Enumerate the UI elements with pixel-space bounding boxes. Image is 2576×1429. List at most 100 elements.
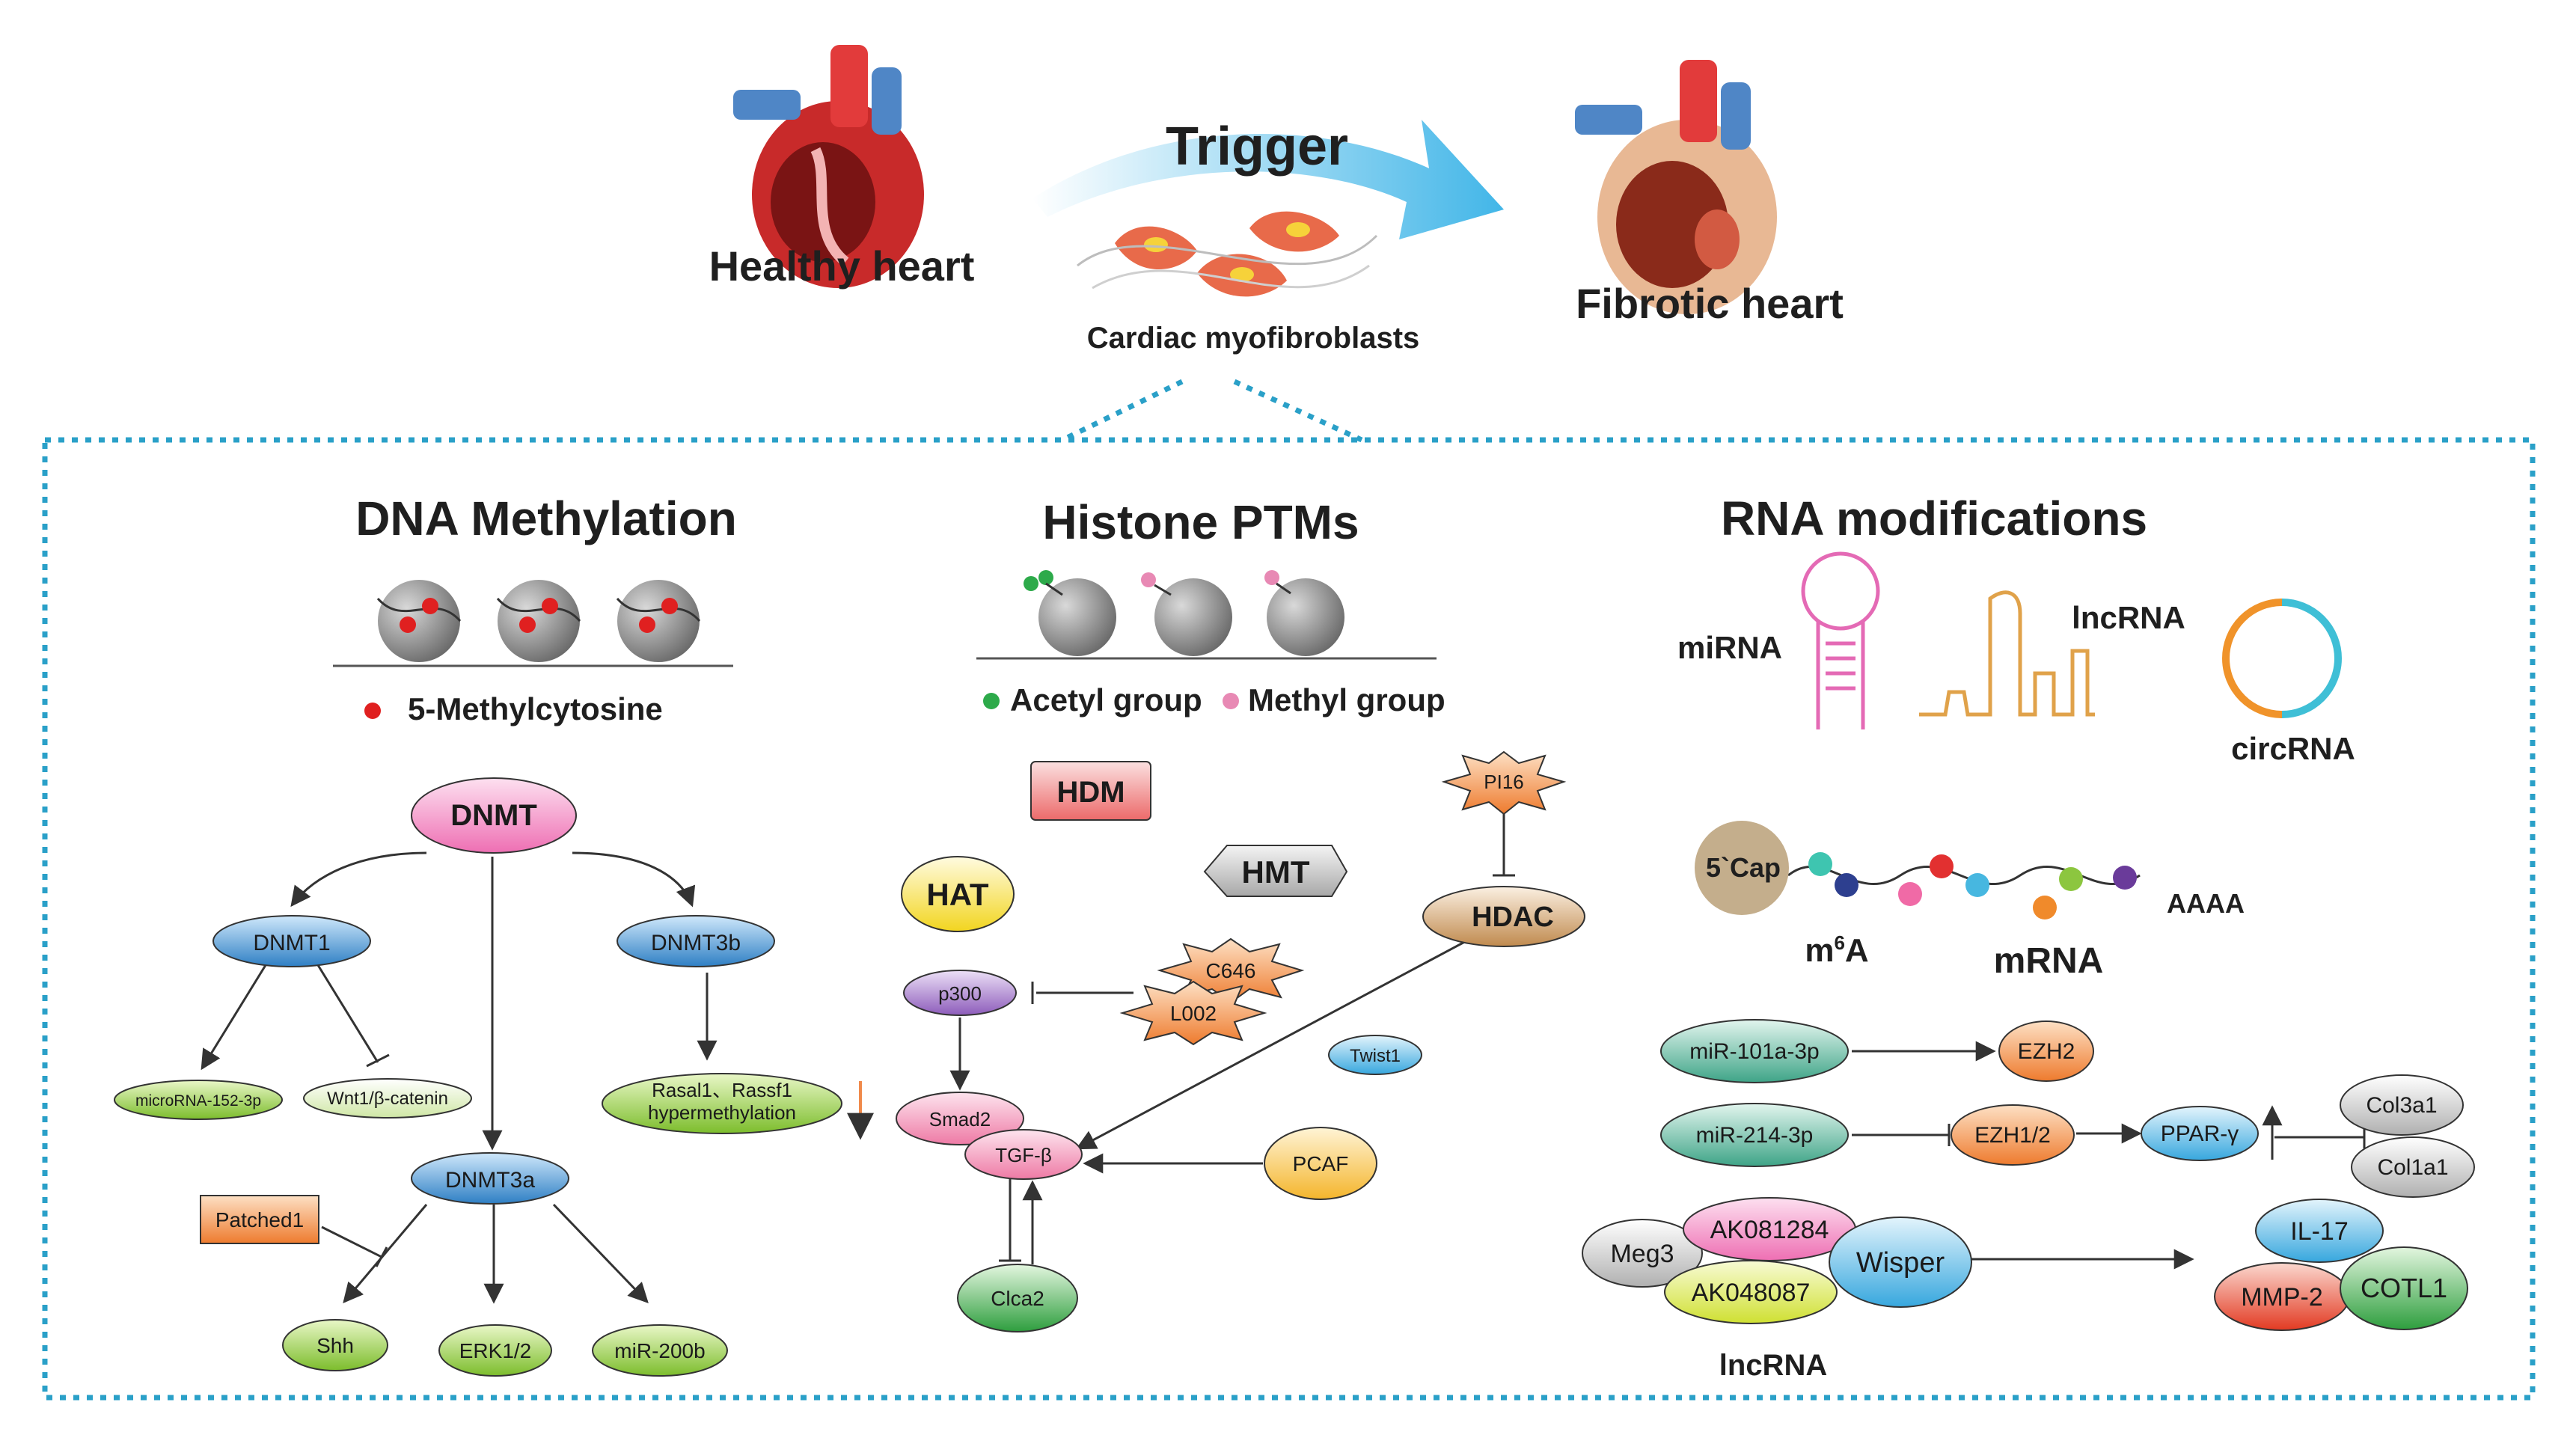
hdm-node: HDM bbox=[1030, 761, 1151, 821]
smad2-node: Smad2 bbox=[896, 1092, 1024, 1145]
hat-node: HAT bbox=[901, 856, 1015, 932]
dnmt-node: DNMT bbox=[411, 777, 577, 854]
dotted-connector-right bbox=[1233, 379, 1363, 443]
dnmt1-node: DNMT1 bbox=[212, 915, 371, 967]
svg-text:Patched1: Patched1 bbox=[215, 1208, 304, 1231]
col3a1-node: Col3a1 bbox=[2340, 1074, 2464, 1136]
mir200b-node: miR-200b bbox=[592, 1324, 728, 1377]
svg-text:AK048087: AK048087 bbox=[1692, 1279, 1811, 1307]
svg-text:Wnt1/β-catenin: Wnt1/β-catenin bbox=[327, 1089, 448, 1109]
trigger-arrow bbox=[1032, 120, 1504, 239]
svg-text:HDM: HDM bbox=[1056, 776, 1125, 809]
dnmt3a-node: DNMT3a bbox=[411, 1152, 569, 1205]
pcaf-node: PCAF bbox=[1264, 1127, 1377, 1200]
svg-text:Wisper: Wisper bbox=[1856, 1247, 1945, 1279]
svg-text:miR-101a-3p: miR-101a-3p bbox=[1689, 1039, 1819, 1064]
svg-text:PI16: PI16 bbox=[1484, 771, 1524, 793]
mrna-strand-icon bbox=[1787, 852, 2141, 919]
l002-node: L002 bbox=[1119, 980, 1267, 1046]
modified-nucleosomes-icon bbox=[1024, 570, 1344, 656]
dnmt3b-node: DNMT3b bbox=[617, 915, 775, 967]
histone-ptms-title: Histone PTMs bbox=[1042, 495, 1359, 549]
tgfb-node: TGF-β bbox=[964, 1129, 1083, 1180]
meg3-node: Meg3 bbox=[1582, 1219, 1703, 1288]
svg-text:HDAC: HDAC bbox=[1472, 902, 1554, 933]
circrna-icon bbox=[2222, 599, 2342, 718]
mir101-node: miR-101a-3p bbox=[1660, 1019, 1849, 1083]
cap-label: 5`Cap bbox=[1706, 852, 1781, 883]
dna-links bbox=[201, 851, 718, 1304]
svg-text:Col3a1: Col3a1 bbox=[2366, 1093, 2437, 1118]
rna-links bbox=[1852, 1041, 2366, 1270]
methyl-dot-icon bbox=[1223, 693, 1239, 709]
clca2-node: Clca2 bbox=[957, 1264, 1078, 1332]
svg-text:DNMT3a: DNMT3a bbox=[445, 1168, 535, 1193]
svg-text:Rasal1、Rassf1: Rasal1、Rassf1 bbox=[652, 1079, 792, 1101]
ezh2-node: EZH2 bbox=[1998, 1021, 2094, 1082]
svg-text:EZH1/2: EZH1/2 bbox=[1974, 1123, 2051, 1148]
methylated-nucleosomes-icon bbox=[376, 580, 701, 662]
svg-text:C646: C646 bbox=[1206, 959, 1256, 982]
dna-methylation-title: DNA Methylation bbox=[355, 492, 737, 545]
svg-text:Clca2: Clca2 bbox=[991, 1287, 1044, 1310]
patched1-node: Patched1 bbox=[200, 1195, 319, 1244]
rna-modifications-title: RNA modifications bbox=[1721, 492, 2147, 545]
svg-text:Meg3: Meg3 bbox=[1610, 1240, 1674, 1268]
cap-circle-icon bbox=[1695, 821, 1789, 915]
ezh12-node: EZH1/2 bbox=[1951, 1104, 2075, 1166]
lncrna-label: lncRNA bbox=[2072, 600, 2185, 635]
dotted-panel-border bbox=[42, 437, 2536, 1401]
svg-text:ERK1/2: ERK1/2 bbox=[459, 1339, 532, 1362]
healthy-heart-icon bbox=[733, 45, 924, 288]
svg-text:Shh: Shh bbox=[316, 1334, 354, 1357]
twist1-node: Twist1 bbox=[1328, 1035, 1422, 1075]
svg-text:EZH2: EZH2 bbox=[2018, 1039, 2075, 1064]
myofibroblast-cells-icon bbox=[1077, 211, 1378, 297]
dotted-connector-left bbox=[1061, 379, 1184, 443]
svg-text:IL-17: IL-17 bbox=[2290, 1217, 2349, 1246]
il17-node: IL-17 bbox=[2255, 1199, 2384, 1263]
hmt-node: HMT bbox=[1203, 845, 1348, 897]
svg-text:COTL1: COTL1 bbox=[2361, 1273, 2447, 1303]
methyl-legend: Methyl group bbox=[1248, 682, 1445, 717]
lncrna-group-label: lncRNA bbox=[1719, 1349, 1827, 1382]
mir214-node: miR-214-3p bbox=[1660, 1103, 1849, 1167]
microrna-152-node: microRNA-152-3p bbox=[114, 1080, 283, 1120]
trigger-label: Trigger bbox=[1166, 117, 1348, 177]
svg-text:p300: p300 bbox=[938, 982, 982, 1005]
pi16-node: PI16 bbox=[1441, 750, 1567, 816]
svg-text:miR-200b: miR-200b bbox=[614, 1339, 705, 1362]
svg-text:PPAR-γ: PPAR-γ bbox=[2161, 1122, 2239, 1146]
rasal-rassf-node: Rasal1、Rassf1 hypermethylation bbox=[602, 1073, 842, 1134]
lncrna-squiggle-icon bbox=[1919, 590, 2095, 717]
acetyl-dot-icon bbox=[983, 693, 1000, 709]
methylcytosine-dot-icon bbox=[364, 703, 381, 719]
acetyl-legend: Acetyl group bbox=[1010, 682, 1202, 717]
fibrotic-heart-icon bbox=[1575, 60, 1777, 314]
mmp2-node: MMP-2 bbox=[2214, 1262, 2350, 1331]
svg-text:Twist1: Twist1 bbox=[1350, 1046, 1401, 1066]
svg-text:Smad2: Smad2 bbox=[929, 1108, 991, 1130]
svg-text:PCAF: PCAF bbox=[1293, 1152, 1349, 1175]
col1a1-node: Col1a1 bbox=[2351, 1136, 2475, 1198]
circrna-label: circRNA bbox=[2231, 731, 2355, 766]
wisper-node: Wisper bbox=[1829, 1217, 1972, 1308]
mrna-label: mRNA bbox=[1994, 941, 2104, 981]
svg-text:Col1a1: Col1a1 bbox=[2377, 1155, 2448, 1180]
myofibroblast-label: Cardiac myofibroblasts bbox=[1087, 322, 1420, 355]
cotl1-node: COTL1 bbox=[2340, 1246, 2468, 1330]
histone-links bbox=[949, 812, 1515, 1264]
svg-text:L002: L002 bbox=[1170, 1002, 1217, 1025]
wnt-catenin-node: Wnt1/β-catenin bbox=[303, 1078, 472, 1119]
methylcytosine-legend: 5-Methylcytosine bbox=[408, 691, 663, 726]
svg-text:DNMT3b: DNMT3b bbox=[651, 931, 741, 955]
svg-text:hypermethylation: hypermethylation bbox=[648, 1101, 796, 1124]
shh-node: Shh bbox=[282, 1319, 388, 1371]
hdac-node: HDAC bbox=[1422, 886, 1585, 947]
ppar-gamma-node: PPAR-γ bbox=[2141, 1106, 2259, 1161]
svg-text:MMP-2: MMP-2 bbox=[2241, 1283, 2323, 1312]
svg-text:TGF-β: TGF-β bbox=[995, 1144, 1052, 1166]
svg-text:HMT: HMT bbox=[1242, 854, 1310, 890]
svg-text:DNMT: DNMT bbox=[450, 799, 537, 832]
